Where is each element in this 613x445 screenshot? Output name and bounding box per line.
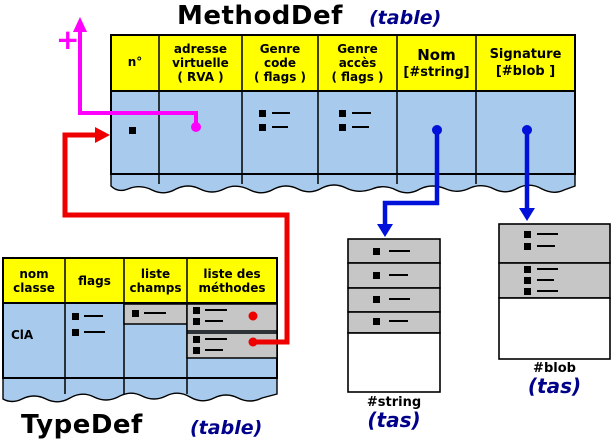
typedef-table-grid	[2, 257, 278, 403]
methoddef-header-signature: Signature [#blob ]	[489, 47, 562, 79]
field-mark-icon	[72, 329, 105, 336]
typedef-torn-edge	[2, 377, 278, 403]
signature-to-blob-arrow	[519, 125, 535, 221]
blob-heap-kind-label: (tas)	[527, 374, 582, 398]
methoddef-table-grid	[110, 34, 576, 194]
field-mark-icon	[339, 110, 371, 117]
field-mark-icon	[193, 307, 227, 314]
link-dot-icon	[248, 337, 258, 347]
methoddef-header-nom: Nom [#string]	[403, 45, 470, 80]
arrowhead-icon	[95, 127, 110, 143]
field-mark-icon	[373, 318, 408, 325]
methoddef-body-row	[110, 90, 576, 175]
methoddef-torn-edge	[110, 173, 576, 194]
string-heap-label: #string	[366, 395, 422, 410]
field-mark-icon	[524, 288, 558, 295]
red-link-arrow	[62, 127, 290, 347]
field-mark-icon	[524, 231, 558, 238]
typedef-header-liste-methodes: liste des méthodes	[198, 266, 266, 295]
blob-heap-cell	[498, 223, 611, 264]
typedef-title: TypeDef	[21, 410, 143, 440]
methoddef-title: MethodDef	[177, 1, 343, 31]
typedef-header-liste-champs: liste champs	[129, 266, 182, 295]
methoddef-header-band	[110, 34, 576, 92]
link-dot-icon	[191, 122, 201, 132]
field-mark-icon	[373, 272, 408, 279]
methoddef-header-rva: adresse virtuelle ( RVA )	[172, 42, 229, 84]
string-heap-free-cell	[347, 332, 441, 393]
field-mark-icon	[129, 127, 136, 134]
nom-to-string-arrow	[377, 125, 442, 237]
field-mark-icon	[259, 124, 288, 131]
liste-methodes-cell-1	[186, 303, 278, 332]
methoddef-kind-label: (table)	[369, 7, 442, 29]
typedef-row-class-name: ClA	[11, 328, 34, 342]
arrowhead-icon	[519, 208, 535, 221]
link-dot-icon	[248, 311, 258, 321]
methoddef-header-genre-acces: Genre accès ( flags )	[331, 42, 384, 84]
link-dot-icon	[432, 125, 442, 135]
field-mark-icon	[524, 277, 554, 284]
typedef-kind-label: (table)	[190, 417, 263, 439]
blob-heap-stack	[498, 223, 611, 360]
blob-heap-free-cell	[498, 297, 611, 360]
typedef-header-nom-classe: nom classe	[13, 266, 55, 295]
field-mark-icon	[193, 318, 223, 325]
field-mark-icon	[373, 296, 410, 303]
string-heap-stack	[347, 238, 441, 393]
field-mark-icon	[524, 266, 558, 273]
methoddef-header-genre-code: Genre code ( flags )	[253, 42, 307, 84]
link-dot-icon	[522, 125, 532, 135]
field-mark-icon	[373, 248, 410, 255]
methoddef-column-lines	[158, 35, 477, 184]
field-mark-icon	[72, 313, 103, 320]
plus-annotation: +	[56, 23, 80, 56]
field-mark-icon	[193, 336, 227, 343]
methoddef-header-no: n°	[127, 55, 143, 69]
typedef-header-flags: flags	[78, 273, 111, 288]
liste-methodes-cell-2	[186, 332, 278, 359]
blob-heap-label: #blob	[533, 361, 576, 376]
magenta-link-arrow	[73, 17, 201, 132]
arrowhead-icon	[377, 224, 393, 237]
field-mark-icon	[524, 243, 555, 250]
field-mark-icon	[339, 124, 369, 131]
field-mark-icon	[259, 110, 290, 117]
field-mark-icon	[132, 310, 166, 317]
field-marks	[72, 110, 558, 354]
string-heap-kind-label: (tas)	[367, 408, 421, 432]
typedef-header-band	[2, 257, 278, 304]
arrowhead-icon	[73, 17, 87, 32]
string-heap-cell	[347, 311, 441, 334]
field-mark-icon	[193, 347, 223, 354]
